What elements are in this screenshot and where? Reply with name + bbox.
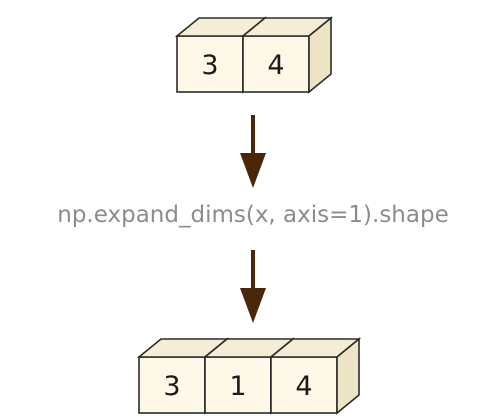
cube-value-label: 3 — [163, 371, 180, 402]
output-shape-row: 3 1 4 — [136, 337, 362, 415]
cube-side-face — [308, 16, 332, 94]
arrow-down-icon — [240, 115, 266, 188]
array-cell-cube: 4 — [268, 337, 362, 415]
cube-value-label: 4 — [267, 50, 284, 81]
array-cell-cube: 4 — [240, 16, 334, 94]
cube-value-label: 3 — [201, 50, 218, 81]
operation-label: np.expand_dims(x, axis=1).shape — [57, 202, 448, 228]
cube-side-face — [336, 337, 360, 415]
cube-value-label: 1 — [229, 371, 246, 402]
arrow-down-icon — [240, 250, 266, 323]
cube-front-face — [242, 35, 310, 93]
cube-front-face — [138, 356, 206, 414]
cube-value-label: 4 — [295, 371, 312, 402]
cube-front-face — [176, 35, 244, 93]
